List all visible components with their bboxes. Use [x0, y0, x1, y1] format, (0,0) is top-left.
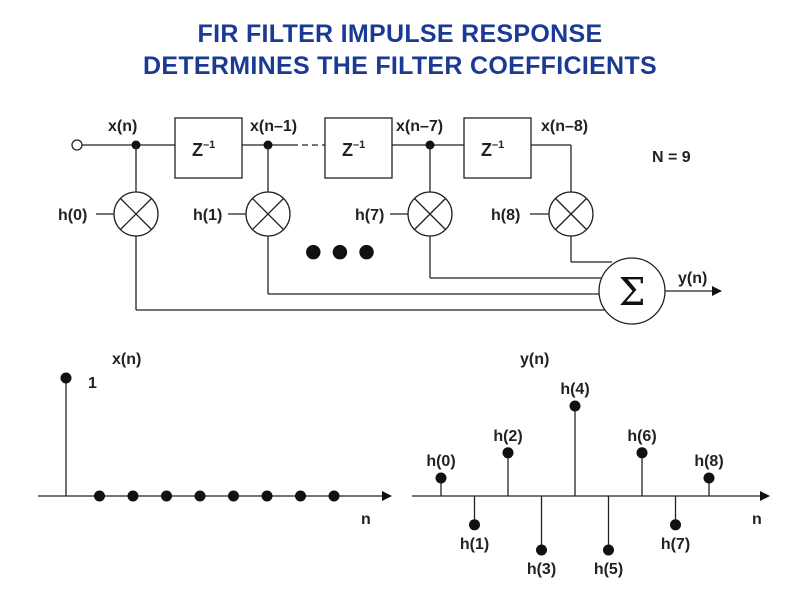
delay-label-2: Z–1 — [342, 139, 365, 160]
output-sample-dot — [536, 544, 547, 556]
input-sample-dot — [228, 490, 239, 502]
output-plot-title: y(n) — [520, 351, 549, 368]
output-sample-dot — [603, 544, 614, 556]
multiplier-0 — [113, 191, 159, 237]
output-sample-dot — [469, 519, 480, 531]
multiplier-8 — [548, 191, 594, 237]
input-terminal — [71, 139, 83, 151]
delay-label-3: Z–1 — [481, 139, 504, 160]
output-stems: h(0) h(1) h(2) h(3) h(4) h(5) h(6) h(7) h(8) — [426, 381, 723, 578]
delay-label-1: Z–1 — [192, 139, 215, 160]
input-impulse-plot: x(n) 1 n — [38, 351, 392, 528]
coef-label-h0: h(0) — [58, 207, 87, 224]
output-label: y(n) — [678, 270, 707, 287]
output-sample-dot — [636, 447, 648, 459]
output-sample-label: h(0) — [426, 453, 455, 470]
input-plot-title: x(n) — [112, 351, 141, 368]
output-sample-label: h(2) — [493, 428, 522, 445]
coef-label-h7: h(7) — [355, 207, 384, 224]
impulse-value-label: 1 — [88, 375, 97, 392]
output-response-plot: y(n) n h(0)h(1)h(2)h(3)h(4)h(5)h(6)h(7)h… — [412, 351, 770, 578]
block-diagram — [71, 117, 722, 325]
input-sample-dot — [261, 490, 273, 502]
input-sample-dot — [60, 372, 72, 384]
output-sample-label: h(1) — [460, 536, 489, 553]
output-sample-label: h(7) — [661, 536, 690, 553]
output-sample-dot — [435, 472, 447, 484]
output-axis-arrow-icon — [760, 491, 770, 501]
node-label-xn: x(n) — [108, 118, 137, 135]
delay-box-1 — [174, 117, 243, 179]
input-sample-dot — [194, 490, 206, 502]
node-label-xn8: x(n–8) — [541, 118, 588, 135]
output-sample-label: h(4) — [560, 381, 589, 398]
input-sample-dot — [127, 490, 139, 502]
output-sample-label: h(5) — [594, 561, 623, 578]
sigma-symbol: Σ — [619, 270, 646, 314]
multiplier-1 — [245, 191, 291, 237]
title-line-2: DETERMINES THE FILTER COEFFICIENTS — [143, 52, 657, 80]
n-value-label: N = 9 — [652, 149, 691, 166]
output-sample-dot — [670, 519, 681, 531]
output-arrow-icon — [712, 286, 722, 296]
input-axis-arrow-icon — [382, 491, 392, 501]
output-axis-label: n — [752, 511, 762, 528]
input-stems — [60, 372, 340, 502]
output-sample-label: h(3) — [527, 561, 556, 578]
multiplier-7 — [407, 191, 453, 237]
output-sample-dot — [569, 400, 581, 412]
node-label-xn1: x(n–1) — [250, 118, 297, 135]
node-label-xn7: x(n–7) — [396, 118, 443, 135]
input-sample-dot — [295, 490, 306, 502]
coef-label-h1: h(1) — [193, 207, 222, 224]
ellipsis-dots: ● ● ● — [305, 240, 377, 262]
delay-box-2 — [324, 117, 393, 179]
coef-label-h8: h(8) — [491, 207, 520, 224]
input-sample-dot — [94, 490, 105, 502]
output-sample-dot — [502, 447, 514, 459]
input-sample-dot — [161, 490, 172, 502]
output-sample-dot — [703, 472, 715, 484]
input-axis-label: n — [361, 511, 371, 528]
output-sample-label: h(6) — [627, 428, 656, 445]
title-line-1: FIR FILTER IMPULSE RESPONSE — [197, 20, 603, 48]
output-sample-label: h(8) — [694, 453, 723, 470]
delay-box-3 — [463, 117, 532, 179]
input-sample-dot — [328, 490, 340, 502]
